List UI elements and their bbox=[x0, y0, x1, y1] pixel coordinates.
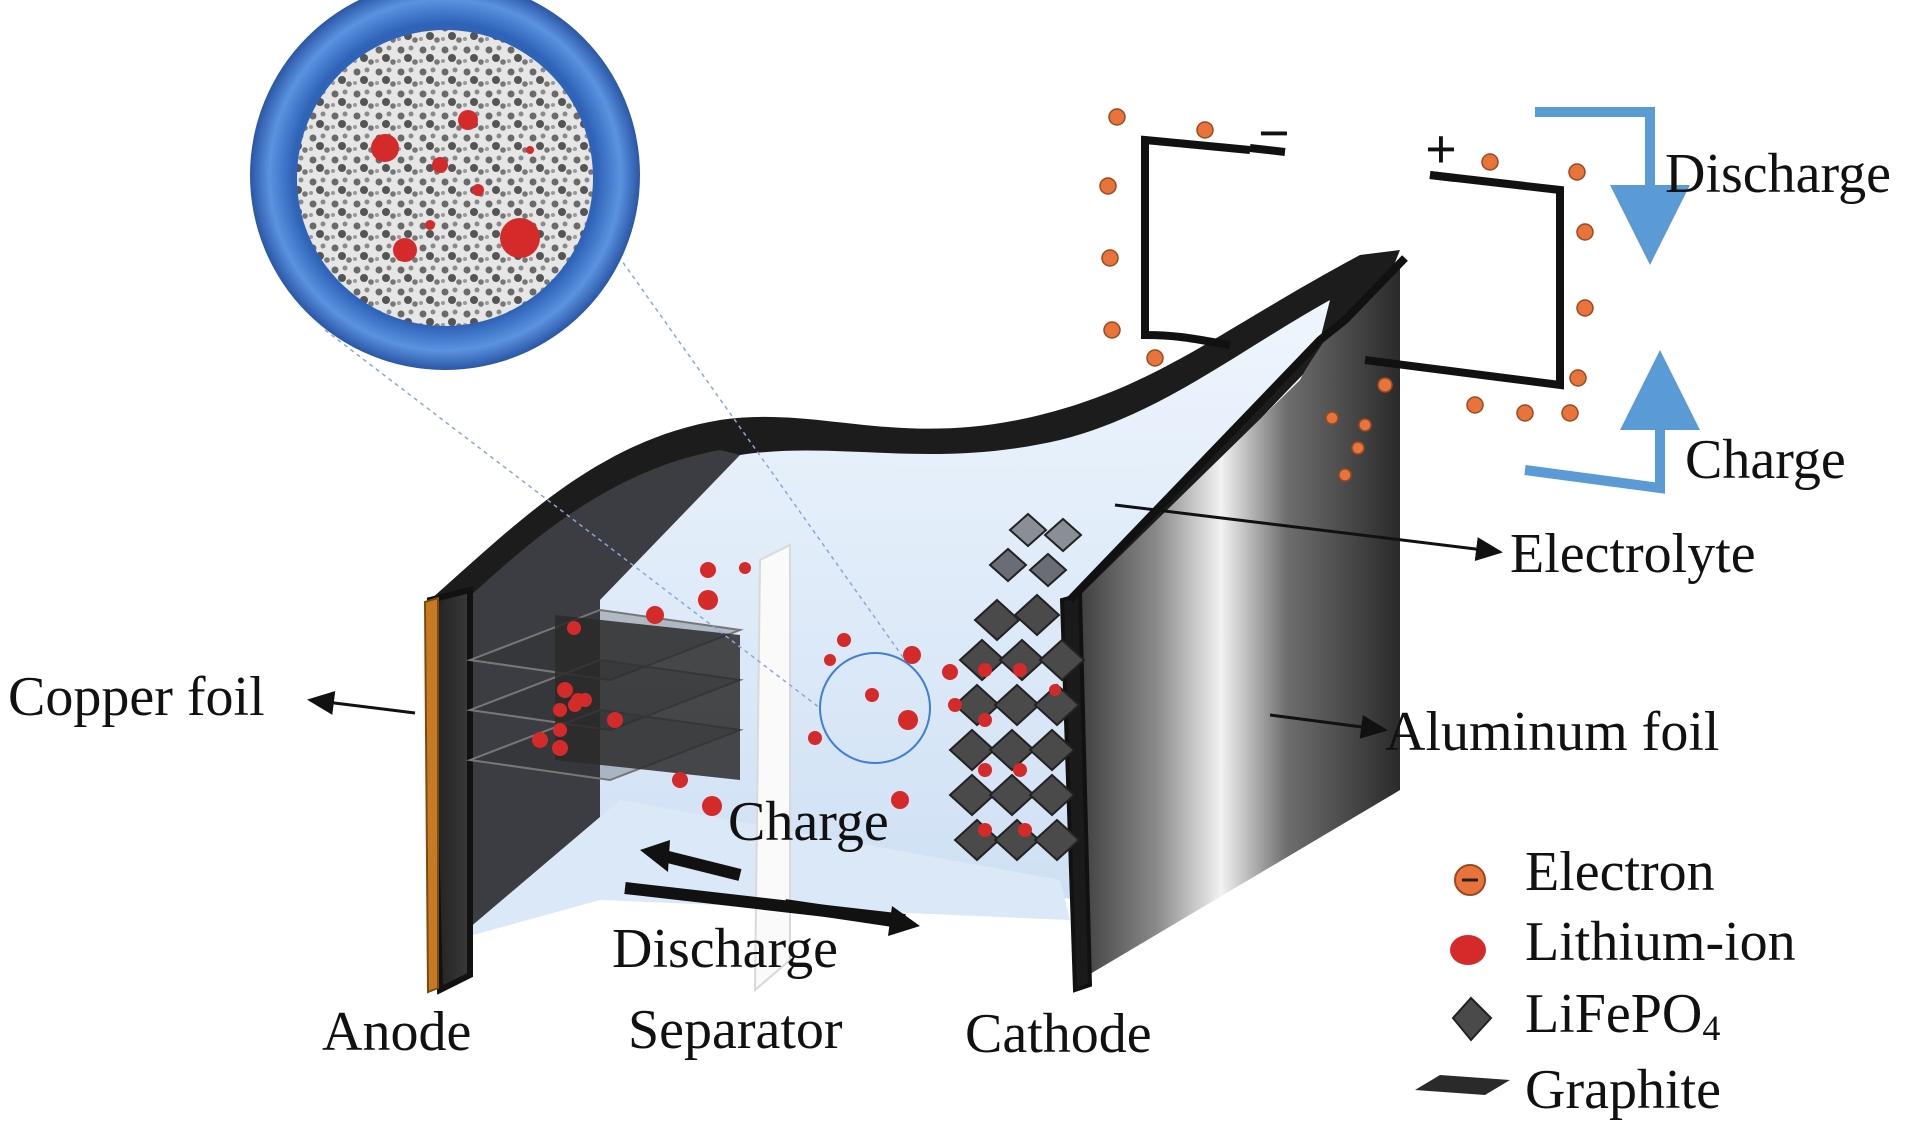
positive-sign: + bbox=[1425, 119, 1457, 181]
discharge-label-bottom: Discharge bbox=[612, 918, 838, 980]
separator-strip bbox=[753, 543, 791, 993]
anode-label: Anode bbox=[322, 1001, 471, 1063]
legend-label-lithium-ion: Lithium-ion bbox=[1525, 911, 1796, 973]
charge-label-bottom: Charge bbox=[728, 791, 889, 853]
circuit-electrons bbox=[1099, 108, 1594, 482]
charge-label-top: Charge bbox=[1685, 429, 1846, 491]
legend-label-lifepo4-subscript: 4 bbox=[1702, 1008, 1720, 1048]
legend-label-lifepo4: LiFePO4 bbox=[1525, 983, 1720, 1048]
anode-front-block bbox=[555, 615, 740, 780]
component-labels: Copper foil Anode Separator Cathode Elec… bbox=[8, 503, 1756, 1065]
lithium-ion-icon bbox=[1450, 935, 1486, 965]
legend-label-graphite: Graphite bbox=[1525, 1059, 1721, 1121]
cathode-top-edge bbox=[1067, 255, 1408, 603]
legend-item-graphite: Graphite bbox=[1415, 1059, 1721, 1121]
lifepo4-icon bbox=[1451, 996, 1493, 1042]
circuit-direction-arrows: Discharge Charge bbox=[1524, 107, 1891, 494]
lifepo4-crystals bbox=[948, 512, 1086, 862]
aluminum-foil-label: Aluminum foil bbox=[1385, 701, 1719, 763]
graphite-icon bbox=[1415, 1075, 1510, 1095]
legend-item-electron: Electron bbox=[1454, 841, 1715, 903]
ion-direction-arrows: Charge Discharge bbox=[612, 791, 920, 980]
magnified-lithium-ions bbox=[371, 110, 540, 262]
legend-item-lifepo4: LiFePO4 bbox=[1451, 983, 1720, 1048]
discharge-label-top: Discharge bbox=[1665, 143, 1891, 205]
magnifier-inner bbox=[297, 30, 593, 326]
magnified-view bbox=[250, 0, 640, 370]
battery-cell bbox=[324, 229, 1408, 995]
cathode-label: Cathode bbox=[965, 1003, 1152, 1065]
legend-item-lithium-ion: Lithium-ion bbox=[1450, 911, 1796, 973]
legend: Electron Lithium-ion LiFePO4 Graphite bbox=[1415, 841, 1796, 1121]
lithium-ions bbox=[532, 562, 1061, 837]
copper-foil-strip bbox=[423, 596, 439, 994]
circuit-wire-left bbox=[1141, 135, 1251, 349]
separator-label: Separator bbox=[628, 999, 843, 1061]
negative-terminal bbox=[1249, 144, 1286, 156]
magnifier-target bbox=[819, 652, 931, 764]
charge-ion-arrow bbox=[658, 849, 742, 881]
electrolyte-label: Electrolyte bbox=[1510, 523, 1756, 585]
circuit-wire-right bbox=[1364, 171, 1564, 390]
external-circuit: − + bbox=[1099, 103, 1594, 482]
discharge-arrow bbox=[1535, 107, 1690, 265]
negative-sign: − bbox=[1258, 103, 1290, 165]
aluminum-foil-panel bbox=[1075, 260, 1400, 980]
aluminum-foil-pointer bbox=[1269, 713, 1388, 739]
electrolyte-pointer bbox=[1114, 503, 1503, 562]
copper-foil-pointer bbox=[307, 691, 416, 715]
legend-label-electron: Electron bbox=[1525, 841, 1715, 903]
charge-arrow bbox=[1524, 350, 1700, 494]
positive-terminal bbox=[1429, 171, 1456, 182]
copper-foil-label: Copper foil bbox=[8, 666, 265, 728]
